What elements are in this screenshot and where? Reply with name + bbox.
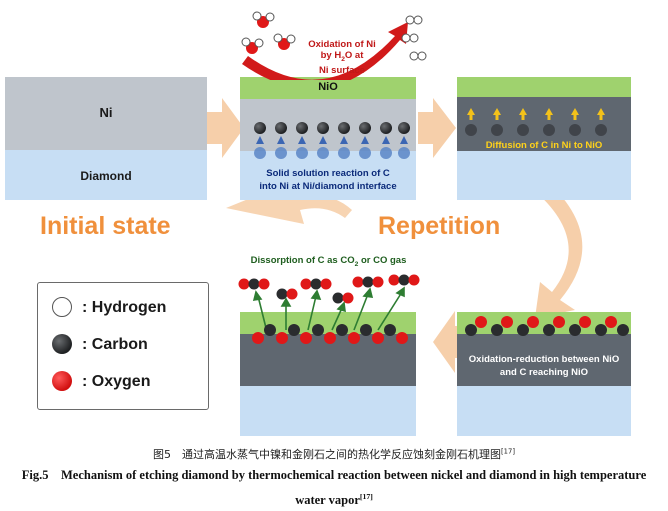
caption-en-line2: water vapor[17] [295,492,373,508]
ni-layer [457,97,631,151]
caption-cn: 图5 通过高温水蒸气中镍和金刚石之间的热化学反应蚀刻金刚石机理图[17] [153,447,515,461]
oxygen-icon [52,371,72,391]
panel-diffusion: Diffusion of C in Ni to NiO [457,77,631,200]
diamond-layer [457,151,631,200]
diffusion-label: Diffusion of C in Ni to NiO [485,140,603,151]
solid-solution-label-1: Solid solution reaction of C [266,168,390,179]
hydrogen-icon [52,297,72,317]
ni-label: Ni [99,105,113,120]
panel-dissorption [240,312,416,436]
legend: : Hydrogen : Carbon : Oxygen [37,282,209,410]
oxidation-label: Oxidation of Ni by H2O at Ni surface [292,39,392,76]
oxidation-label-2: by H2O at [320,50,364,63]
nio-layer [240,312,416,334]
nio-layer [457,77,631,97]
carbon-atom [254,122,266,134]
desorbed-molecules [238,274,420,304]
diffusion-arrows [465,108,607,136]
oxidation-label-1: Oxidation of Ni [308,39,376,50]
repetition-title: Repetition [378,212,501,240]
dissorption-label: Dissorption of C as CO2 or CO gas [250,255,407,268]
carbon-row-ni [240,120,416,136]
oxidation-arrow [242,22,408,80]
nio-layer [240,77,416,99]
flow-arrow-curve-up [226,182,352,224]
carbon-atom [317,122,329,134]
carbon-icon [52,334,72,354]
oxidation-label-3: Ni surface [319,64,365,76]
diamond-layer [240,151,416,200]
legend-hydrogen-label: : Hydrogen [82,299,167,316]
nio-label: NiO [318,81,338,93]
flow-arrow-right-1 [207,98,244,158]
carbon-atom [338,122,350,134]
flow-arrow-right-2 [418,98,456,158]
dissorption-illustration [238,274,420,344]
diamond-label: Diamond [80,169,132,183]
hydrogen-molecules [401,15,427,61]
diamond-layer [457,386,631,436]
carbon-dissolution-arrows [254,136,410,159]
diamond-layer [240,386,416,436]
legend-oxygen-label: : Oxygen [82,373,151,390]
solid-solution-label-2: into Ni at Ni/diamond interface [259,181,397,192]
oxred-atoms [465,316,629,336]
surface-atoms [252,324,408,344]
panel-initial: Ni Diamond [5,77,207,200]
carbon-atom [398,122,410,134]
ni-layer [5,77,207,150]
legend-carbon-label: : Carbon [82,336,148,353]
diamond-layer [5,150,207,200]
caption-en: Fig.5 Mechanism of etching diamond by th… [0,465,668,511]
oxred-label-2: and C reaching NiO [499,367,589,378]
ni-layer [457,334,631,386]
oxred-label-1: Oxidation-reduction between NiO [468,354,620,365]
carbon-atom [296,122,308,134]
oxidation-illustration [241,11,427,80]
carbon-atom [359,122,371,134]
caption-en-line1: Fig.5 Mechanism of etching diamond by th… [21,468,647,482]
initial-state-title: Initial state [40,212,171,240]
carbon-atom [380,122,392,134]
water-molecules [241,11,296,54]
carbon-atom [275,122,287,134]
panel-oxidation-reduction: Oxidation-reduction between NiO and C re… [457,312,631,436]
flow-arrow-curve-right [535,182,583,318]
